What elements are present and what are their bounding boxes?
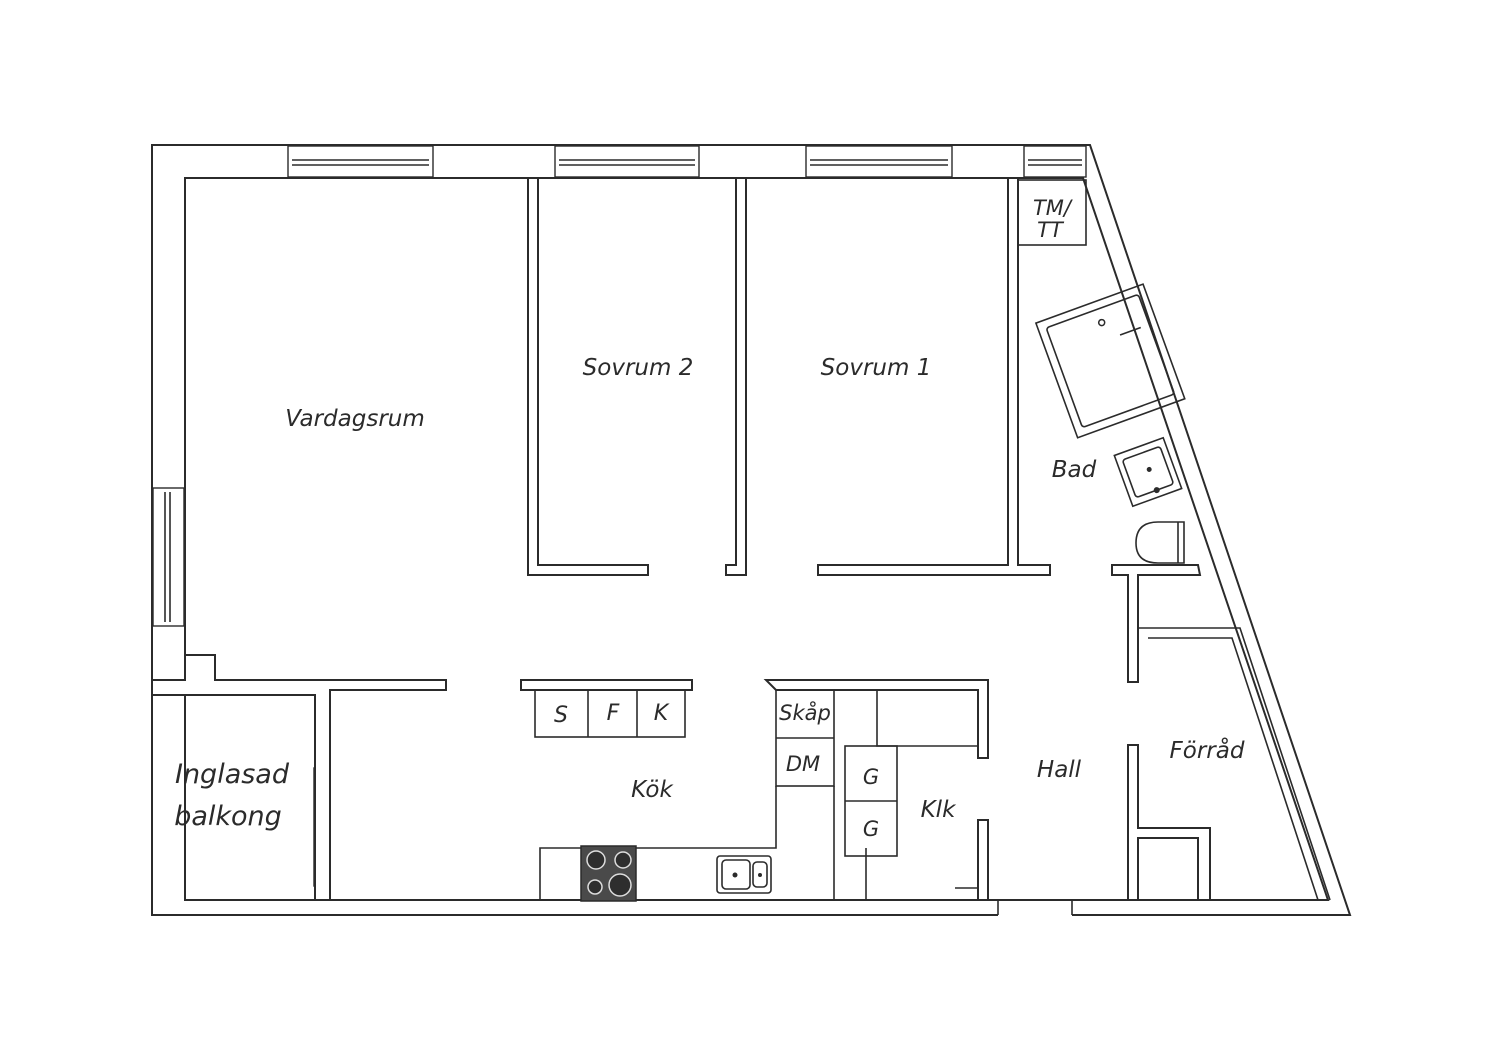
label-tmtt-line2: TT: [1037, 218, 1065, 242]
fixtures-sfk: [534, 689, 686, 738]
closet-g-units: [844, 690, 978, 857]
room-label-bad: Bad: [1052, 457, 1097, 483]
stove-icon: [580, 845, 637, 902]
fixture-label-g1: G: [863, 765, 879, 789]
windows: [152, 145, 1087, 887]
room-label-inglasad-line2: balkong: [174, 801, 282, 832]
tmtt-box: [1017, 179, 1087, 246]
fixture-label-g2: G: [863, 817, 879, 841]
washbasin-icon: [1113, 436, 1183, 508]
fixture-label-f: F: [607, 701, 620, 726]
fixture-label-skap: Skåp: [779, 700, 831, 725]
fixture-label-k: K: [654, 701, 670, 726]
room-label-vardagsrum: Vardagsrum: [285, 406, 425, 432]
room-label-hall: Hall: [1037, 757, 1082, 783]
label-tmtt-line1: TM/: [1033, 196, 1073, 220]
room-label-forrad: Förråd: [1170, 736, 1245, 764]
fixture-label-dm: DM: [786, 752, 820, 776]
room-label-sovrum1: Sovrum 1: [821, 355, 932, 381]
bathtub-icon: [1034, 283, 1186, 439]
fixtures-skap-dm: [539, 689, 835, 901]
fixture-label-s: S: [554, 703, 568, 728]
kitchen-sink-icon: [716, 855, 772, 894]
inner-walls: [151, 177, 1331, 917]
room-label-klk: Klk: [921, 797, 957, 823]
outer-wall: [151, 144, 1352, 916]
room-label-sovrum2: Sovrum 2: [583, 355, 694, 381]
room-label-inglasad-line1: Inglasad: [175, 759, 290, 790]
room-label-kok: Kök: [631, 777, 674, 803]
toilet-icon: [1135, 521, 1185, 564]
